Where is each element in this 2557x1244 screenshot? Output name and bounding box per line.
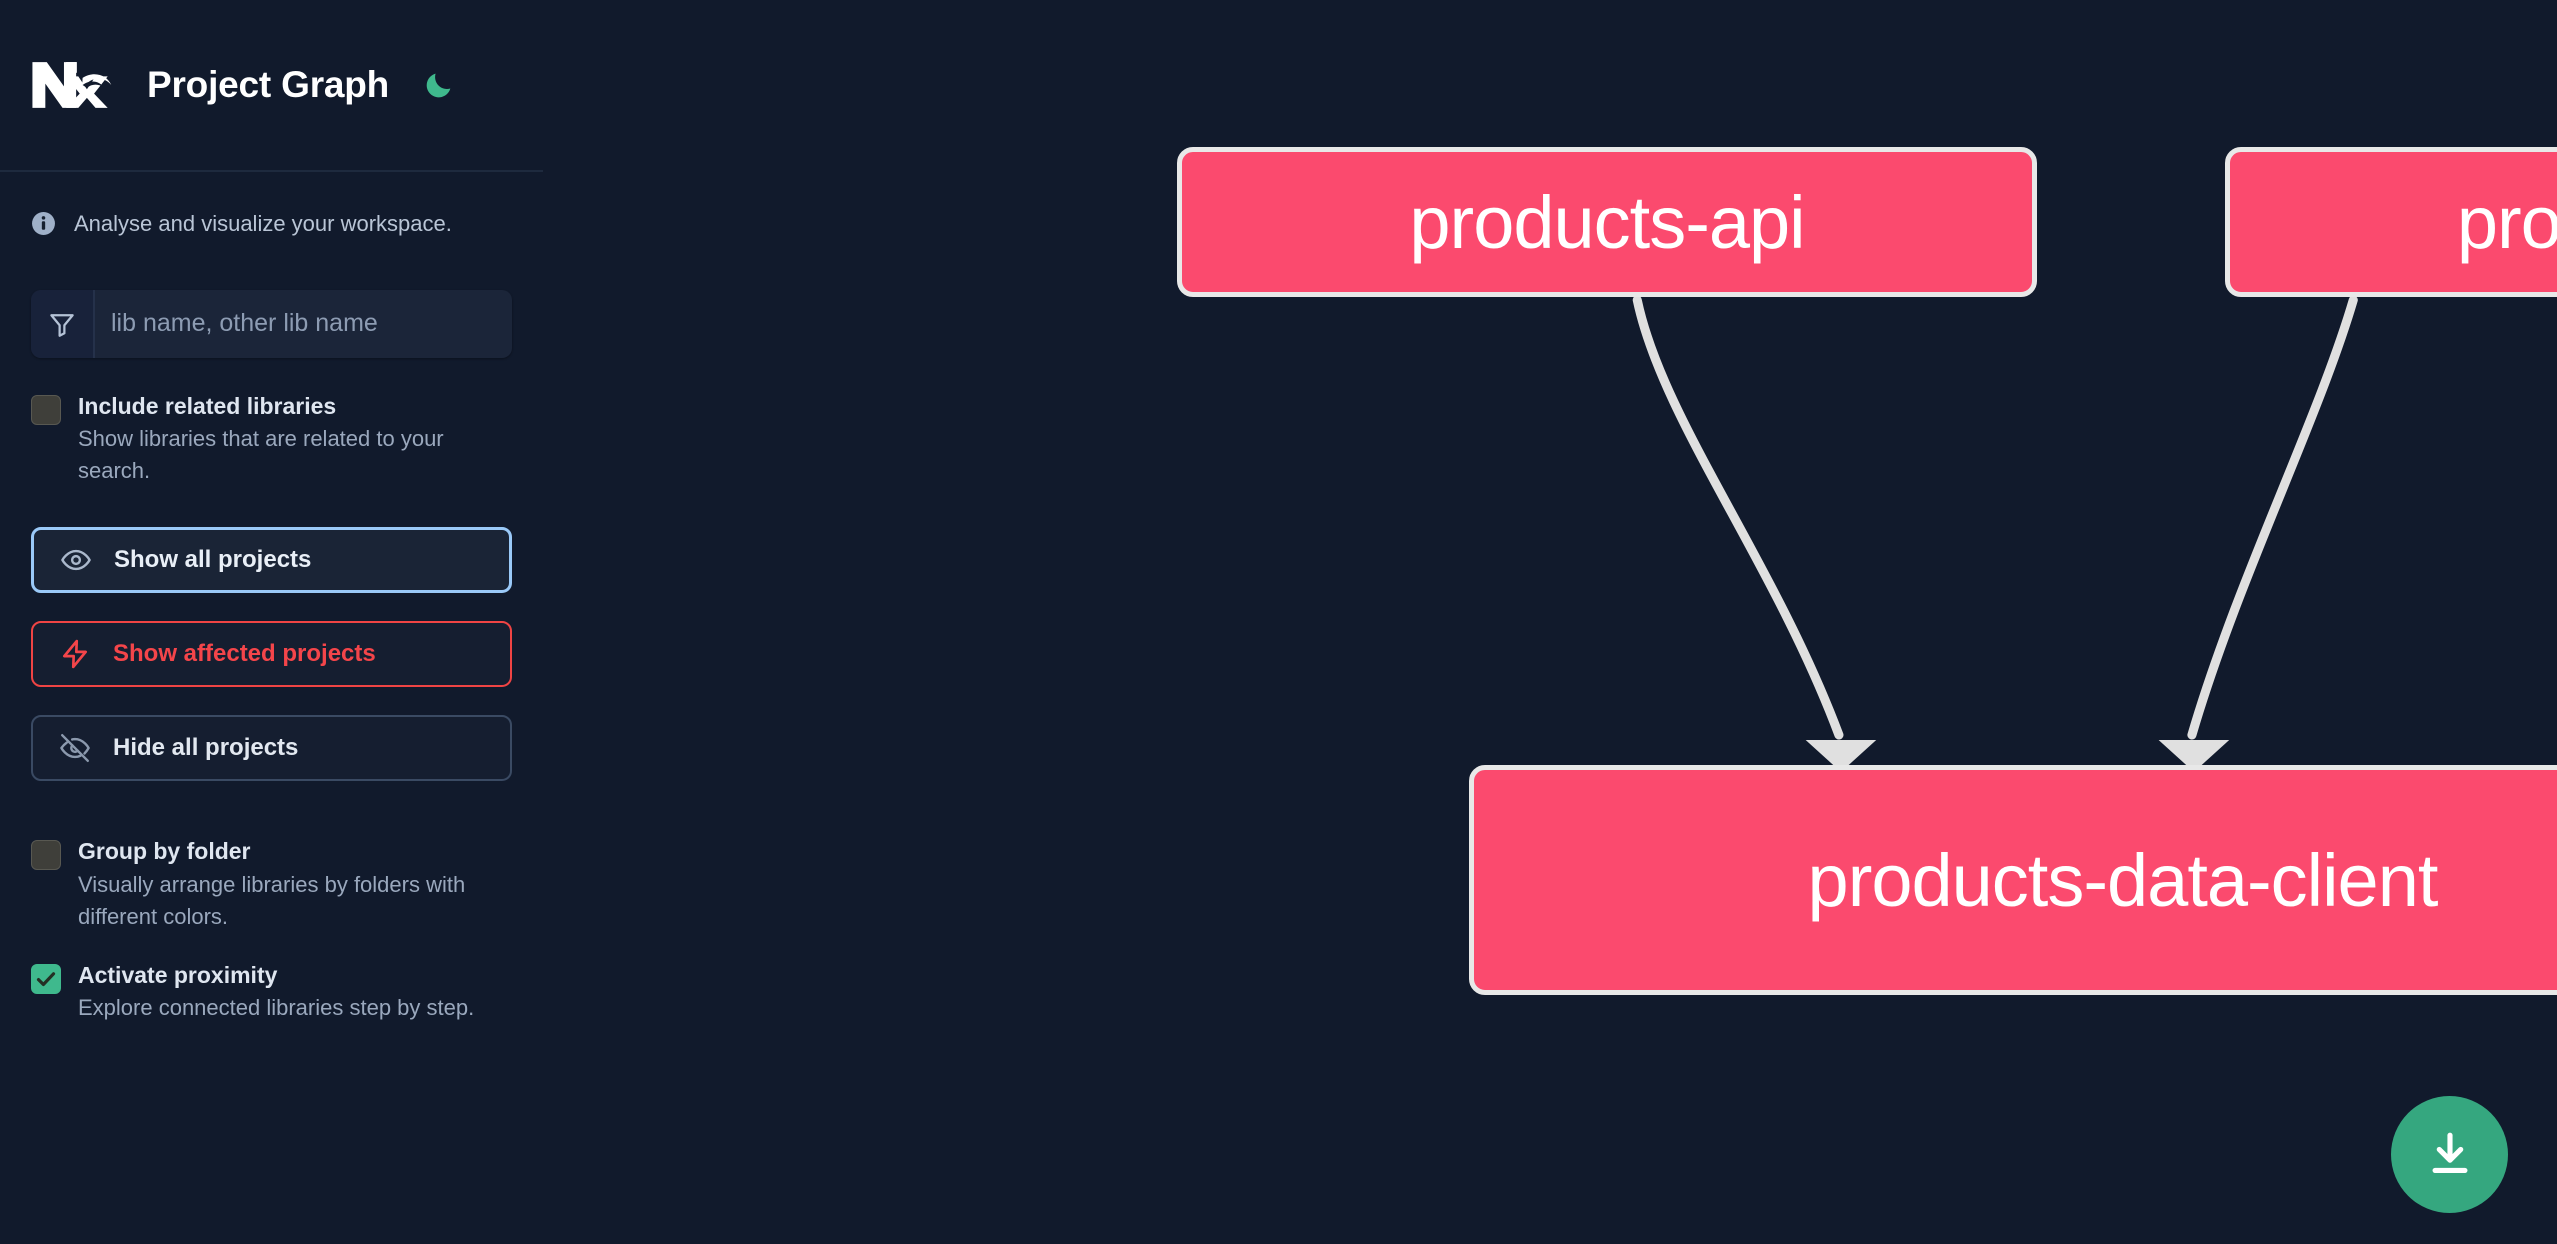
hide-all-projects-label: Hide all projects [113,734,299,762]
download-button[interactable] [2391,1096,2508,1213]
checkbox-row-include-related-libraries[interactable]: Include related libraries Show libraries… [0,358,543,488]
hide-all-projects-button[interactable]: Hide all projects [31,715,512,782]
checkbox-row-activate-proximity[interactable]: Activate proximity Explore connected lib… [0,933,543,1025]
sidebar-body: Analyse and visualize your workspace. In… [0,172,543,1024]
eye-icon [61,549,91,571]
arrowhead-products-api [1805,740,1877,772]
graph-node-label: products-data-client [1807,838,2439,922]
graph-edges [1632,295,2358,772]
checkmark-icon [36,971,56,986]
nx-logo [32,62,112,108]
group-by-folder-checkbox[interactable] [31,840,61,871]
search-input[interactable] [95,289,512,358]
workspace-info-text: Analyse and visualize your workspace. [74,211,452,236]
show-all-projects-label: Show all projects [114,546,312,574]
graph-node-label: products-api [1409,180,1805,264]
activate-proximity-description: Explore connected libraries step by step… [78,995,475,1021]
workspace-info: Analyse and visualize your workspace. [0,172,543,238]
download-icon [2432,1132,2467,1173]
moon-glyph [426,73,451,98]
group-by-folder-label: Group by folder [78,838,251,865]
checkbox-row-group-by-folder[interactable]: Group by folder Visually arrange librari… [0,809,543,933]
sidebar-header: Project Graph [0,0,543,172]
include-related-libraries-checkbox[interactable] [31,394,61,425]
funnel-icon[interactable] [31,289,95,358]
show-affected-projects-button[interactable]: Show affected projects [31,621,512,688]
projects-button-group: Show all projects Show affected projects… [31,527,512,782]
graph-node-label: products-cli [2456,180,2557,264]
activate-proximity-label: Activate proximity [78,961,278,988]
eye-off-icon [60,734,90,763]
activate-proximity-checkbox[interactable] [31,963,61,994]
moon-icon[interactable] [417,63,461,107]
graph-node-products-cli[interactable]: products-cli [2225,147,2557,297]
filter-bar [31,289,512,358]
arrowhead-products-cli [2158,740,2230,772]
edge-products-cli-to-products-data-client [2187,295,2358,740]
info-icon [32,212,55,236]
edge-products-api-to-products-data-client [1632,295,1844,740]
show-all-projects-button[interactable]: Show all projects [31,527,512,594]
funnel-glyph [50,313,74,337]
group-by-folder-description: Visually arrange libraries by folders wi… [78,871,466,929]
lightning-bolt-icon [62,639,87,669]
show-affected-projects-label: Show affected projects [113,640,376,668]
page-title: Project Graph [147,64,390,105]
graph-node-products-api[interactable]: products-api [1177,147,2037,297]
include-related-libraries-label: Include related libraries [78,392,337,419]
sidebar: Project Graph Analyse and visualize your… [0,0,543,1244]
graph-node-products-data-client[interactable]: products-data-client [1469,765,2557,995]
graph-canvas[interactable]: products-api products-cli products-data-… [543,0,2557,1244]
include-related-libraries-description: Show libraries that are related to your … [78,426,444,484]
